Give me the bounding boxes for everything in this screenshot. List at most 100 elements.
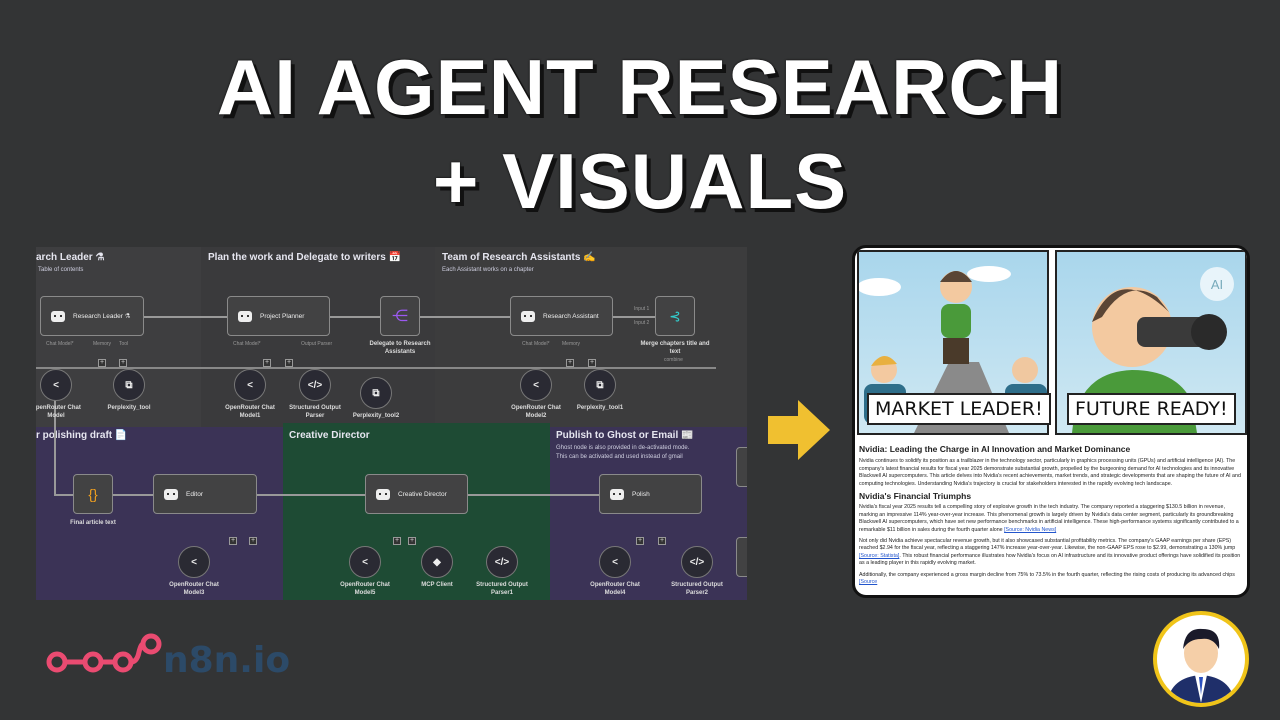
node-creative-director[interactable]: Creative Director (365, 474, 468, 514)
source-link[interactable]: [Source (859, 579, 878, 586)
add-tool-button[interactable]: + (285, 359, 293, 367)
openrouter-icon: < (362, 556, 368, 568)
headline-line2: + VISUALS (432, 137, 848, 225)
port-label: Memory (93, 341, 112, 347)
sub-node-label: Structured Output Parser2 (671, 582, 723, 596)
node-editor[interactable]: Editor (153, 474, 257, 514)
n8n-workflow-screenshot: arch Leader ⚗ Table of contents Plan the… (36, 247, 747, 600)
connection (257, 494, 365, 496)
port-label: Chat Model* (46, 341, 74, 347)
source-link[interactable]: [Source: Statista] (859, 552, 900, 559)
port-label: Input 2 (634, 320, 650, 326)
node-project-planner[interactable]: Project Planner (227, 296, 330, 336)
connection (330, 316, 380, 318)
section-title: Team of Research Assistants ✍ (442, 252, 596, 263)
sub-node[interactable]: </> (486, 546, 518, 578)
paragraph-text: Not only did Nvidia achieve spectacular … (859, 538, 1236, 552)
node-polish[interactable]: Polish (599, 474, 702, 514)
add-tool-button[interactable]: + (119, 359, 127, 367)
sub-node-label: Perplexity_tool1 (576, 405, 624, 411)
connection (613, 316, 655, 318)
add-memory-button[interactable]: + (98, 359, 106, 367)
braces-icon: {} (88, 486, 98, 502)
node-label: Polish (632, 490, 650, 498)
add-memory-button[interactable]: + (263, 359, 271, 367)
sub-node[interactable]: < (234, 369, 266, 401)
article-paragraph: Not only did Nvidia achieve spectacular … (859, 538, 1243, 568)
sub-node[interactable]: < (599, 546, 631, 578)
perplexity-icon: ⧉ (372, 387, 380, 399)
connection (54, 494, 73, 496)
sub-node[interactable]: < (349, 546, 381, 578)
node-research-assistant[interactable]: Research Assistant (510, 296, 613, 336)
add-memory-button[interactable]: + (636, 537, 644, 545)
sub-node-label: OpenRouter Chat Model1 (225, 405, 275, 419)
article-title: Nvidia: Leading the Charge in AI Innovat… (859, 444, 1131, 454)
port-label: Memory (562, 341, 581, 347)
connection (54, 387, 56, 494)
presenter-illustration (1167, 628, 1235, 703)
perplexity-icon: ⧉ (596, 379, 604, 391)
paragraph-text: Nvidia's fiscal year 2025 results tell a… (859, 504, 1239, 533)
add-tool-button[interactable]: + (658, 537, 666, 545)
connection (36, 367, 716, 369)
sub-node-label: OpenRouter Chat Model (36, 405, 81, 419)
sub-node-label: Perplexity_tool (107, 405, 151, 411)
node-partial-gmail[interactable] (736, 537, 747, 577)
robot-icon (610, 488, 624, 500)
code-icon: </> (494, 556, 510, 568)
sub-node[interactable]: ⧉ (113, 369, 145, 401)
article-body: Nvidia: Leading the Charge in AI Innovat… (859, 440, 1243, 591)
openrouter-icon: < (191, 556, 197, 568)
connection (468, 494, 599, 496)
sub-node[interactable]: ⧉ (584, 369, 616, 401)
openrouter-icon: < (53, 379, 59, 391)
sub-node[interactable]: </> (681, 546, 713, 578)
port-label: Chat Model* (233, 341, 261, 347)
node-final-article[interactable]: {} (73, 474, 113, 514)
section-subtitle: Ghost node is also provided in de-activa… (556, 445, 690, 451)
node-label: Delegate to Research Assistants (369, 341, 431, 355)
section-title: arch Leader ⚗ (36, 252, 105, 263)
section-title: Publish to Ghost or Email 📰 (556, 430, 694, 441)
headline-line1: AI AGENT RESEARCH (216, 43, 1064, 131)
section-title: Creative Director (289, 430, 370, 441)
node-partial-ghost[interactable] (736, 447, 747, 487)
add-memory-button[interactable]: + (393, 537, 401, 545)
merge-icon: ⊰ (669, 307, 681, 324)
paragraph-text: Additionally, the company experienced a … (859, 571, 1235, 578)
n8n-logo-icon (46, 633, 162, 673)
add-tool-button[interactable]: + (588, 359, 596, 367)
arrow-right-icon (768, 400, 830, 460)
sub-node[interactable]: < (520, 369, 552, 401)
paragraph-text: . This robust financial performance illu… (859, 552, 1241, 567)
node-label: Project Planner (260, 312, 305, 320)
robot-icon (521, 310, 535, 322)
article-paragraph: Additionally, the company experienced a … (859, 572, 1243, 587)
node-merge[interactable]: ⊰ (655, 296, 695, 336)
source-link[interactable]: [Source: Nvidia News] (1004, 526, 1057, 533)
sub-node[interactable]: ◆ (421, 546, 453, 578)
sub-node[interactable]: < (178, 546, 210, 578)
add-memory-button[interactable]: + (229, 537, 237, 545)
sub-node-label: Structured Output Parser1 (476, 582, 528, 596)
sub-node[interactable]: </> (299, 369, 331, 401)
node-research-leader[interactable]: Research Leader ⚗ (40, 296, 144, 336)
sub-node[interactable]: ⧉ (360, 377, 392, 409)
node-delegate[interactable]: ⋲ (380, 296, 420, 336)
openrouter-icon: < (533, 379, 539, 391)
robot-icon (164, 488, 178, 500)
node-label: Research Leader ⚗ (73, 313, 131, 320)
add-tool-button[interactable]: + (249, 537, 257, 545)
add-tool-button[interactable]: + (408, 537, 416, 545)
add-memory-button[interactable]: + (566, 359, 574, 367)
robot-icon (376, 488, 390, 500)
code-icon: </> (307, 379, 323, 391)
code-icon: </> (689, 556, 705, 568)
caption-market-leader: MARKET LEADER! (867, 393, 1051, 425)
sub-node[interactable]: < (40, 369, 72, 401)
sub-node-label: OpenRouter Chat Model3 (169, 582, 219, 596)
section-title: Plan the work and Delegate to writers 📅 (208, 252, 402, 263)
article-paragraph: Nvidia continues to solidify its positio… (859, 458, 1241, 487)
section-subtitle: Each Assistant works on a chapter (442, 267, 534, 273)
